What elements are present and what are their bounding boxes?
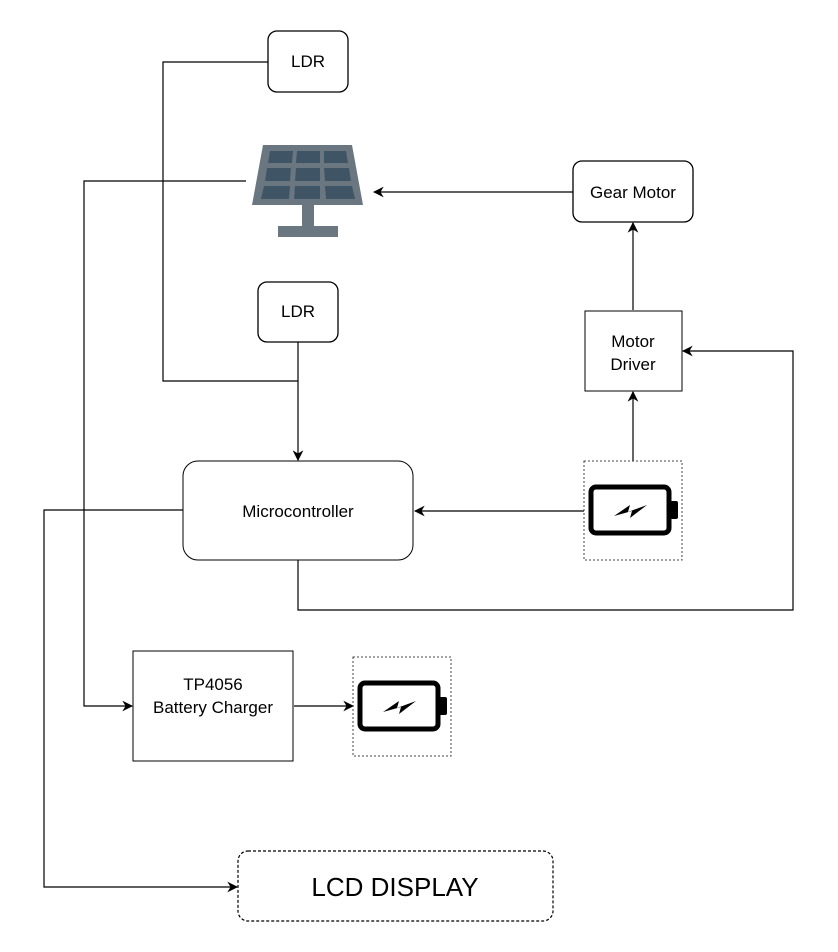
motor-driver-label-line2: Driver	[610, 355, 656, 374]
ldr-top-label: LDR	[291, 52, 325, 71]
mcu-to-lcd-arrow	[43, 509, 239, 893]
ldr-bottom-node: LDR	[257, 281, 339, 343]
mcu-to-driver-arrow	[297, 345, 794, 611]
lcd-display-node: LCD DISPLAY	[237, 850, 554, 922]
charger-node: TP4056 Battery Charger	[132, 650, 294, 762]
motor-driver-label-line1: Motor	[611, 332, 655, 351]
motor-driver-node: Motor Driver	[584, 310, 683, 392]
lcd-display-label: LCD DISPLAY	[311, 872, 478, 902]
battery-main-icon	[583, 460, 683, 561]
charger-label-line1: TP4056	[183, 675, 243, 694]
battery-charger-icon	[352, 656, 452, 757]
charger-label-line2: Battery Charger	[153, 698, 273, 717]
microcontroller-node: Microcontroller	[182, 460, 414, 561]
solar-panel-icon	[252, 145, 363, 237]
ldr-top-wire	[162, 61, 298, 382]
solar-to-charger-arrow	[83, 180, 246, 712]
connectors	[43, 61, 794, 893]
gear-motor-label: Gear Motor	[590, 183, 676, 202]
microcontroller-label: Microcontroller	[242, 502, 354, 521]
gear-motor-node: Gear Motor	[572, 160, 694, 223]
ldr-bottom-label: LDR	[281, 302, 315, 321]
ldr-top-node: LDR	[267, 30, 349, 93]
